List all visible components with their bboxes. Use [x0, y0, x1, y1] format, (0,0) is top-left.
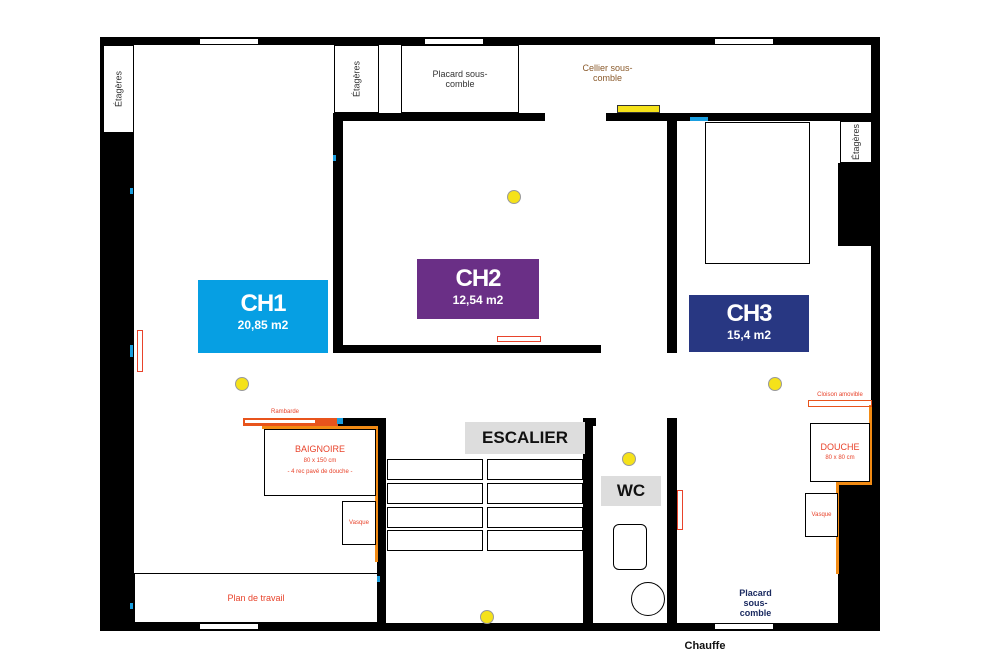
room-wc[interactable]: WC — [601, 476, 661, 506]
washbasin — [631, 582, 665, 616]
window — [200, 39, 258, 44]
cellier-fixture — [617, 105, 660, 113]
window — [200, 624, 258, 629]
switch-icon — [130, 603, 133, 609]
socket-icon — [497, 336, 541, 342]
etageres-label: Étagères — [113, 70, 124, 108]
room-name: CH3 — [726, 300, 772, 327]
shower: DOUCHE 80 x 80 cm — [810, 423, 870, 482]
toilet — [613, 524, 647, 570]
placard-bottom: Placard sous-comble — [739, 588, 772, 618]
stair-step — [487, 530, 583, 551]
cloison-label: Cloison amovible — [817, 392, 863, 398]
stair-step — [487, 483, 583, 504]
douche-label: DOUCHE — [820, 442, 860, 452]
room-area: 15,4 m2 — [726, 328, 772, 342]
window — [715, 39, 773, 44]
wall — [667, 418, 677, 624]
wall — [667, 113, 677, 353]
bed — [705, 122, 810, 264]
light-icon — [235, 377, 249, 391]
rambarde — [243, 418, 338, 426]
cellier-label: Cellier sous-comble — [582, 63, 633, 83]
baignoire-dim: 80 x 150 cm — [303, 458, 337, 464]
outer-wall-bottom — [100, 623, 880, 631]
switch-icon — [377, 576, 380, 582]
window — [425, 39, 483, 44]
shower-screen — [375, 426, 378, 562]
etageres-left: Étagères — [103, 45, 134, 133]
switch-icon — [130, 188, 133, 194]
douche-screen — [869, 405, 872, 485]
douche-screen — [836, 482, 872, 485]
etageres-mid: Étagères — [334, 45, 379, 113]
wall — [583, 418, 596, 426]
switch-icon — [130, 345, 133, 357]
baignoire-note: - 4 rec pavé de douche - — [287, 469, 353, 475]
room-escalier[interactable]: ESCALIER — [465, 422, 585, 454]
stair-step — [487, 459, 583, 480]
stair-step — [387, 507, 483, 528]
vasque-label: Vasque — [811, 511, 832, 518]
outer-wall-top — [100, 37, 880, 45]
wall — [333, 113, 545, 121]
wall — [606, 113, 872, 121]
outer-wall-right — [871, 37, 880, 631]
switch-icon — [337, 418, 343, 424]
outer-wall-left-thick — [100, 133, 134, 631]
bathtub: BAIGNOIRE 80 x 150 cm - 4 rec pavé de do… — [264, 429, 376, 496]
wall-right-lower-block — [838, 484, 874, 624]
light-icon — [622, 452, 636, 466]
baignoire-label: BAIGNOIRE — [294, 444, 345, 454]
placard-top: Placard sous-comble — [401, 45, 519, 113]
stair-step — [387, 530, 483, 551]
room-area: 12,54 m2 — [452, 293, 504, 307]
shower-screen — [262, 426, 378, 429]
stair-step — [387, 459, 483, 480]
etageres-right: Étagères — [840, 121, 872, 163]
window — [715, 624, 773, 629]
light-icon — [507, 190, 521, 204]
wall — [333, 113, 343, 353]
vasque-label: Vasque — [349, 519, 369, 526]
wall — [333, 345, 601, 353]
wall — [583, 418, 593, 624]
wall-right-block — [838, 163, 874, 246]
socket-icon — [677, 490, 683, 530]
light-icon — [768, 377, 782, 391]
etageres-label: Étagères — [851, 123, 861, 161]
plan-travail-label: Plan de travail — [227, 593, 285, 603]
rambarde-label: Rambarde — [270, 409, 299, 415]
vasque-right: Vasque — [805, 493, 838, 537]
etageres-label: Étagères — [351, 60, 362, 98]
stair-step — [487, 507, 583, 528]
placard-top-label: Placard sous-comble — [432, 69, 488, 89]
plan-de-travail: Plan de travail — [134, 573, 378, 623]
wall — [377, 418, 386, 624]
switch-icon — [333, 155, 336, 161]
room-area: 20,85 m2 — [237, 318, 289, 332]
stair-step — [387, 483, 483, 504]
douche-dim: 80 x 80 cm — [825, 455, 855, 461]
cloison-amovible — [808, 400, 872, 407]
vasque-left: Vasque — [342, 501, 376, 545]
room-name: CH2 — [455, 265, 501, 292]
socket-icon — [137, 330, 143, 372]
switch-icon — [690, 117, 708, 121]
light-icon — [480, 610, 494, 624]
chauffe-label: Chauffe — [684, 640, 726, 652]
room-name: CH1 — [240, 290, 286, 317]
